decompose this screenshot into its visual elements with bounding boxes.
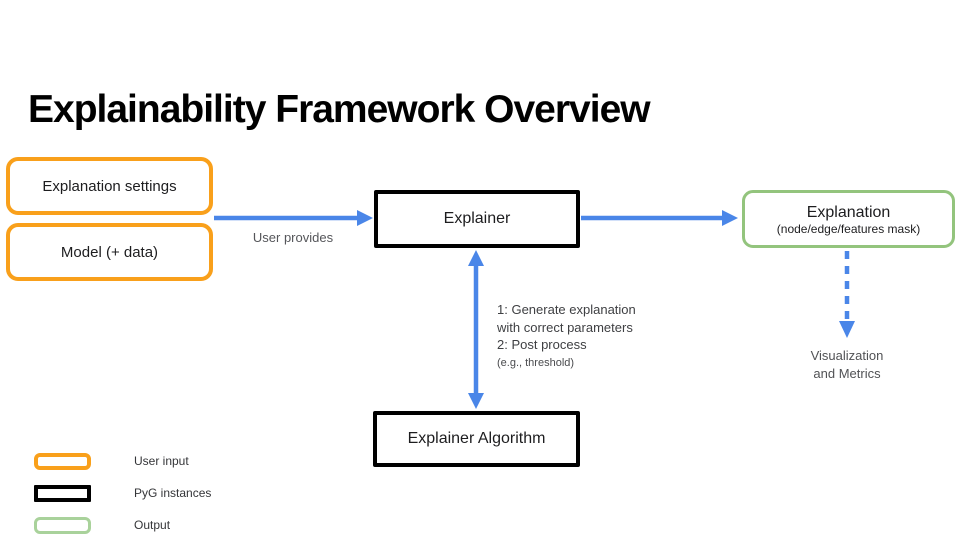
node-explainer-label: Explainer — [443, 210, 511, 227]
node-explainer-algorithm: Explainer Algorithm — [373, 411, 580, 467]
user-provides-label: User provides — [252, 230, 334, 245]
legend-row-pyg-instances: PyG instances — [34, 481, 211, 505]
arrow-user-to-explainer — [214, 210, 373, 226]
visualization-line1: Visualization — [810, 348, 884, 363]
arrow-explanation-to-visualization-dashed — [839, 251, 855, 338]
node-explanation: Explanation (node/edge/features mask) — [742, 190, 955, 248]
legend-label-user-input: User input — [134, 454, 189, 468]
process-note-line2: with correct parameters — [497, 319, 633, 335]
legend-row-output: Output — [34, 513, 211, 537]
legend-label-output: Output — [134, 518, 171, 532]
process-note-line4: (e.g., threshold) — [497, 356, 575, 369]
legend-label-pyg-instances: PyG instances — [134, 486, 212, 500]
legend-row-user-input: User input — [34, 449, 211, 473]
process-note-line3: 2: Post process — [497, 337, 587, 352]
user-input-swatch — [34, 452, 91, 470]
node-explanation-settings-label: Explanation settings — [42, 177, 177, 195]
node-explanation-label: Explanation — [806, 203, 891, 221]
process-note-line1: 1: Generate explanation — [497, 302, 636, 317]
output-swatch — [34, 516, 91, 534]
visualization-line2: and Metrics — [813, 366, 881, 381]
arrow-explainer-to-explanation — [581, 210, 738, 226]
arrow-explainer-algorithm-bidirectional — [468, 250, 484, 409]
node-explainer-algorithm-label: Explainer Algorithm — [407, 430, 546, 447]
node-model-data-label: Model (+ data) — [60, 243, 159, 261]
node-model-data: Model (+ data) — [6, 223, 213, 281]
node-explanation-sublabel: (node/edge/features mask) — [776, 221, 921, 236]
legend: User input PyG instances Output — [34, 449, 211, 540]
node-explanation-settings: Explanation settings — [6, 157, 213, 215]
pyg-instances-swatch — [34, 484, 91, 502]
page-title: Explainability Framework Overview — [28, 88, 651, 131]
node-explainer: Explainer — [374, 190, 580, 248]
visualization-metrics-label: Visualization and Metrics — [787, 347, 907, 383]
process-note: 1: Generate explanation with correct par… — [497, 301, 636, 371]
